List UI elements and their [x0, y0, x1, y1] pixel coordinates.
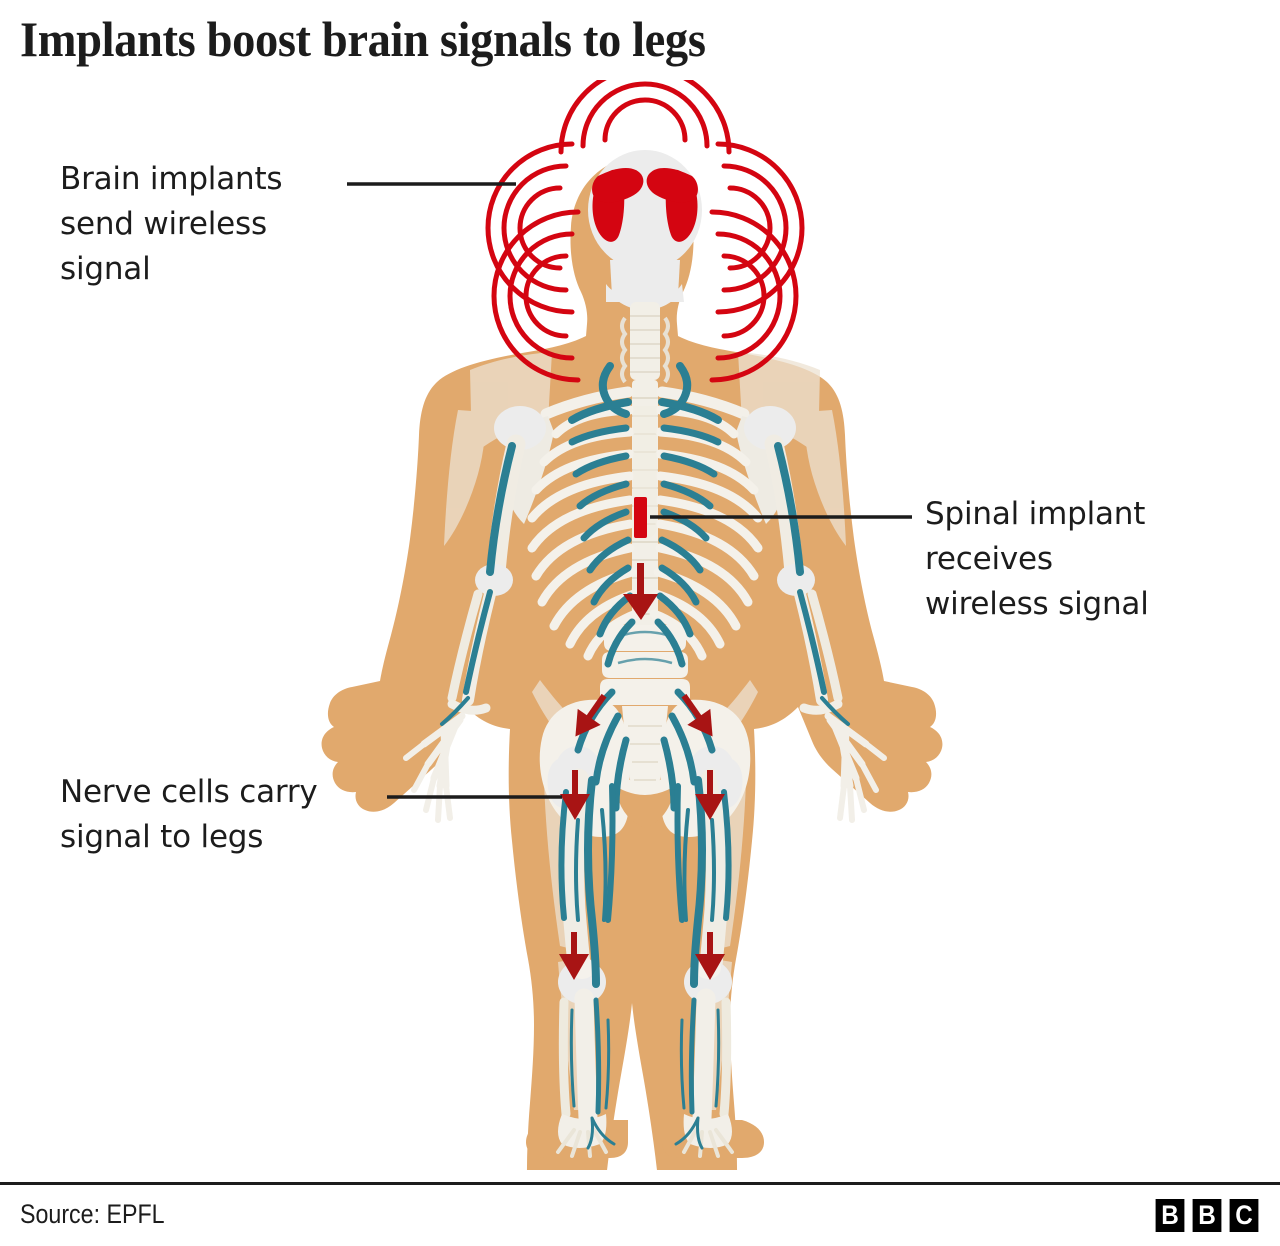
brain-implant [592, 167, 698, 242]
bbc-logo-letter-2: B [1192, 1199, 1222, 1232]
annotation-spinal-implant: Spinal implant receives wireless signal [925, 496, 1149, 622]
bbc-logo: B B C [1154, 1199, 1260, 1232]
source-credit: Source: EPFL [20, 1199, 165, 1229]
footer-divider [0, 1182, 1280, 1185]
signal-arrows [559, 563, 725, 980]
arrow-right-thigh [695, 770, 725, 820]
page-title: Implants boost brain signals to legs [20, 11, 706, 67]
spinal-implant-device [634, 497, 647, 538]
anatomy-illustration [0, 80, 1280, 1170]
nerve-network [440, 362, 850, 1150]
annotation-nerve-cells: Nerve cells carry signal to legs [60, 774, 318, 855]
arrow-right-hip [681, 693, 713, 737]
bbc-logo-letter-1: B [1155, 1199, 1185, 1232]
annotation-brain-implants: Brain implants send wireless signal [60, 161, 283, 287]
arrow-left-hip [575, 693, 607, 737]
arrow-spine-down [623, 563, 658, 620]
leader-lines [347, 182, 912, 799]
arrow-left-thigh [560, 770, 590, 820]
arrow-right-shin [695, 932, 725, 980]
bbc-logo-letter-3: C [1229, 1199, 1259, 1232]
arrow-left-shin [559, 932, 589, 980]
